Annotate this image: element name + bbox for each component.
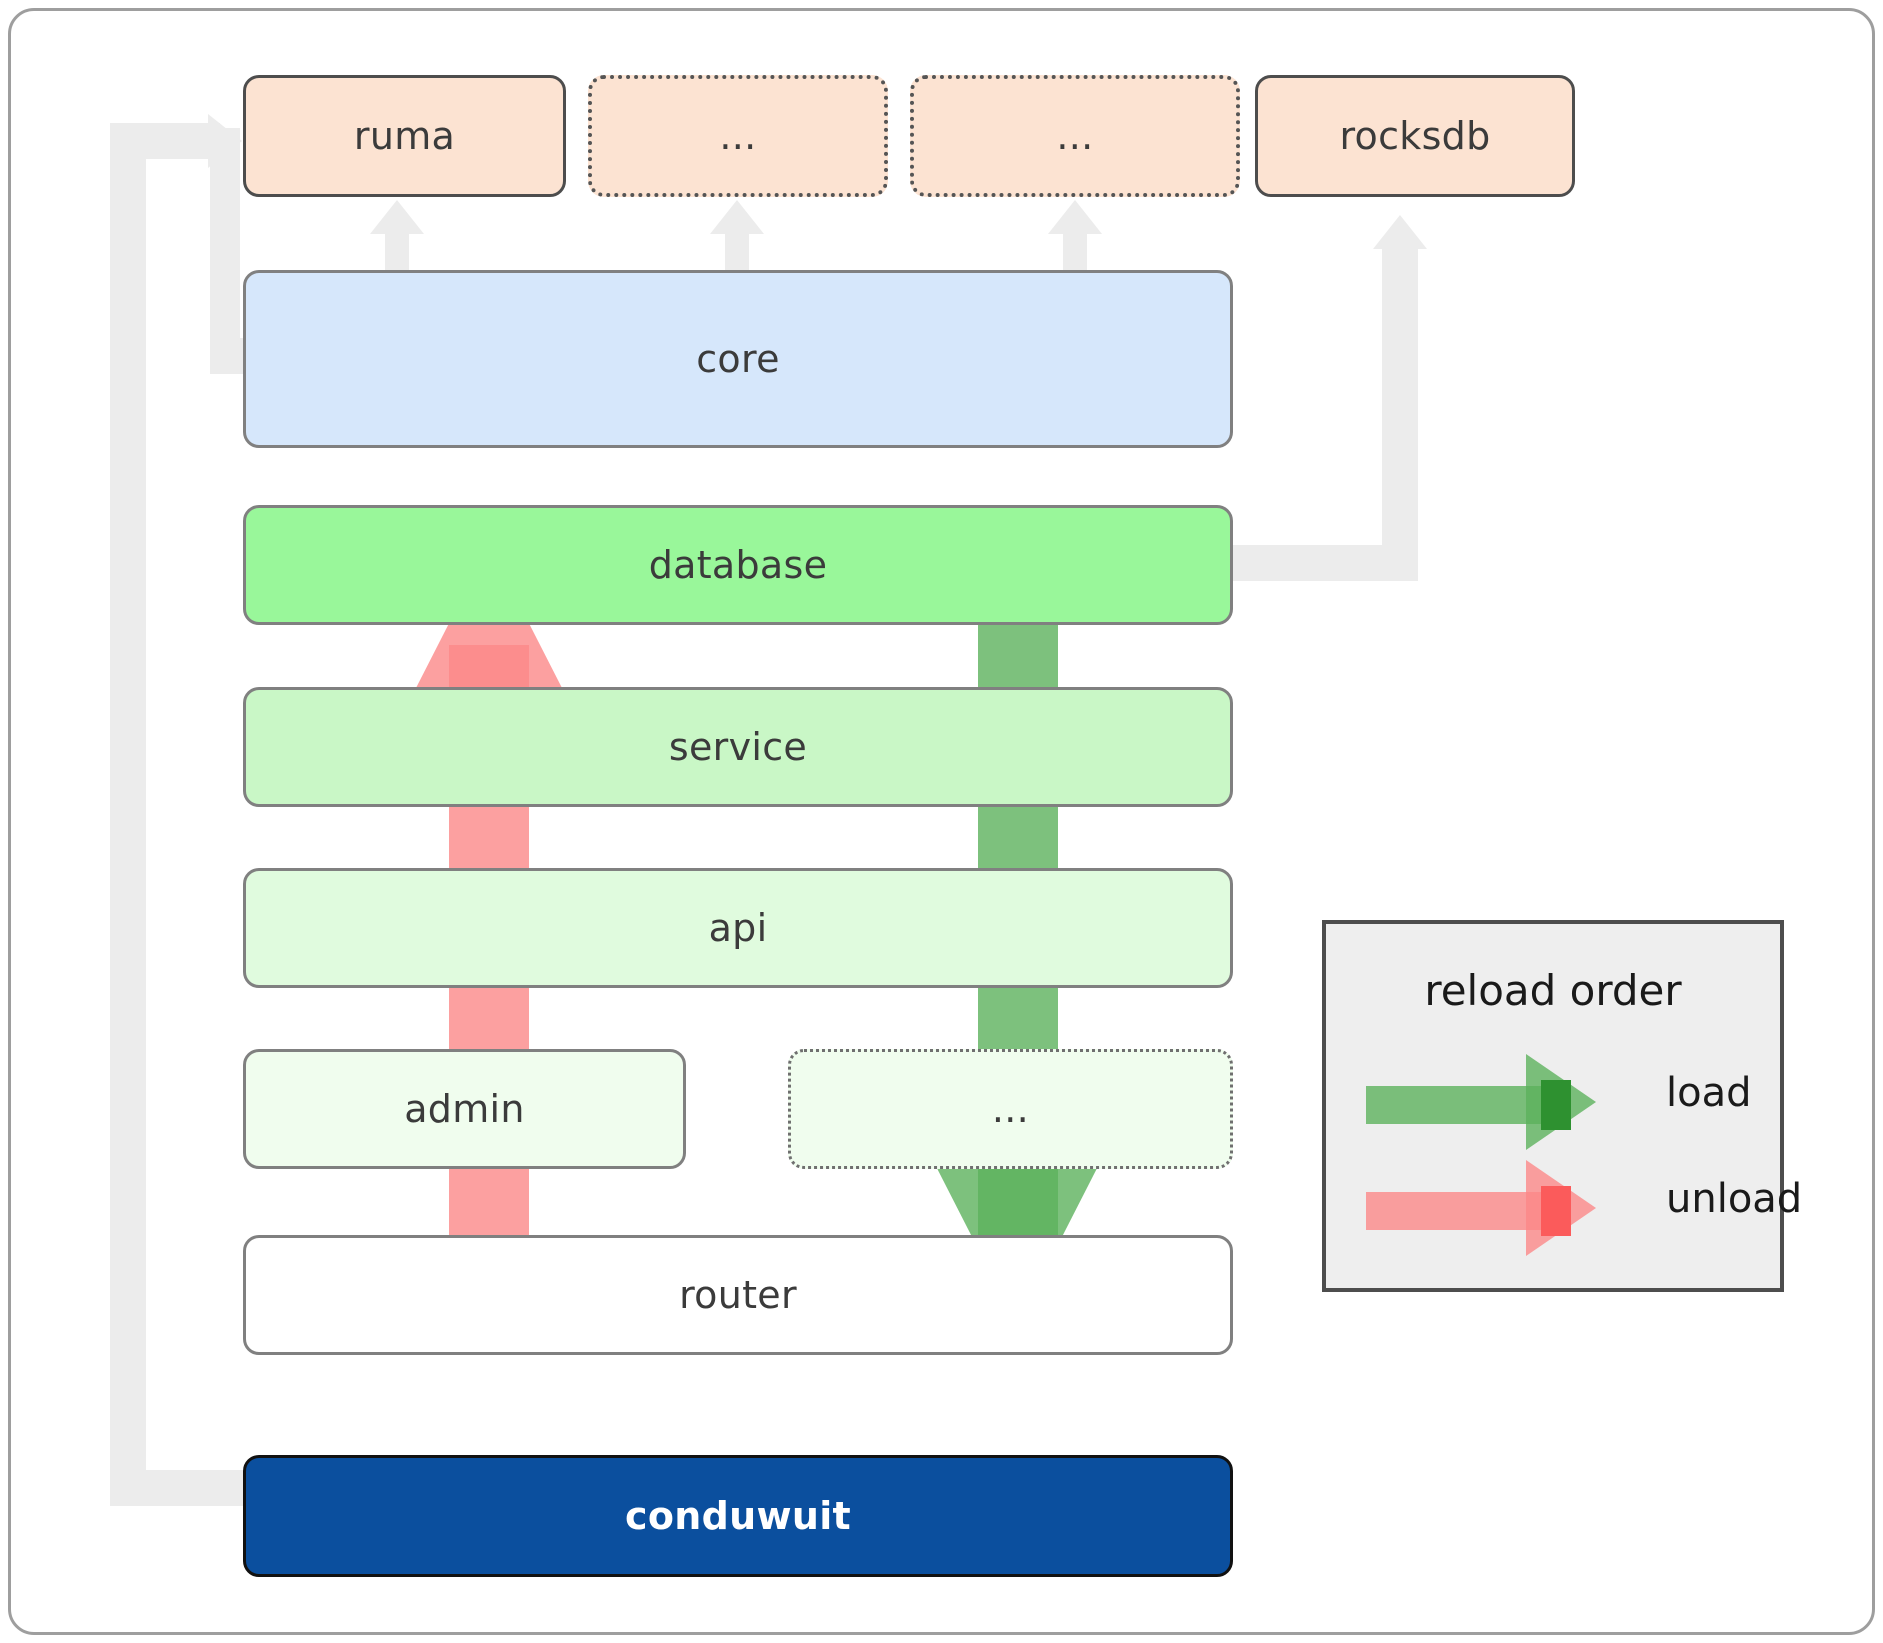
- dependency-node-dep3[interactable]: ...: [910, 75, 1240, 197]
- dependency-label-dep3: ...: [1056, 114, 1094, 158]
- connector-core-to-dep3-arrow: [1048, 200, 1102, 234]
- legend-row-unload: unload: [1366, 1160, 1802, 1256]
- connector-database-to-rocksdb-vertical: [1382, 247, 1418, 547]
- layer-label-router: router: [679, 1273, 797, 1317]
- connector-branch-vertical: [210, 128, 240, 368]
- layer-node-database[interactable]: database: [243, 505, 1233, 625]
- legend-title: reload order: [1424, 966, 1682, 1015]
- connector-trunk-bottom: [110, 1470, 246, 1506]
- connector-trunk-vertical: [110, 128, 146, 1506]
- connector-arrow-ruma: [208, 114, 242, 168]
- layer-label-admin: admin: [404, 1087, 525, 1131]
- legend-unload-nub: [1541, 1186, 1571, 1236]
- connector-database-to-rocksdb-horizontal: [1233, 545, 1418, 581]
- connector-core-to-dep2-arrow: [710, 200, 764, 234]
- layer-node-api[interactable]: api: [243, 868, 1233, 988]
- legend-panel: reload order load unload: [1322, 920, 1802, 1292]
- root-label-conduwuit: conduwuit: [625, 1494, 851, 1538]
- diagram-frame: [8, 8, 1875, 1635]
- connector-branch-ruma: [110, 123, 220, 159]
- layer-label-more: ...: [991, 1087, 1030, 1131]
- dependency-label-dep2: ...: [719, 114, 757, 158]
- legend-row-load: load: [1366, 1054, 1756, 1150]
- connector-core-to-dep3-stem: [1063, 232, 1087, 277]
- layer-node-service[interactable]: service: [243, 687, 1233, 807]
- layer-node-admin[interactable]: admin: [243, 1049, 686, 1169]
- connector-core-to-dep2-stem: [725, 232, 749, 277]
- legend-load-label: load: [1666, 1070, 1752, 1116]
- legend-unload-label: unload: [1666, 1176, 1803, 1222]
- legend-load-nub: [1541, 1080, 1571, 1130]
- connector-core-to-ruma-stem: [385, 232, 409, 277]
- layer-node-more[interactable]: ...: [788, 1049, 1233, 1169]
- dependency-label-rocksdb: rocksdb: [1339, 114, 1491, 158]
- layer-node-core[interactable]: core: [243, 270, 1233, 448]
- layer-label-api: api: [708, 906, 768, 950]
- root-node-conduwuit[interactable]: conduwuit: [243, 1455, 1233, 1577]
- connector-core-to-ruma-arrow: [370, 200, 424, 234]
- layer-label-service: service: [668, 725, 808, 769]
- dependency-node-dep2[interactable]: ...: [588, 75, 888, 197]
- layer-label-core: core: [696, 337, 780, 381]
- connector-rocksdb-arrow: [1373, 215, 1427, 249]
- layer-node-router[interactable]: router: [243, 1235, 1233, 1355]
- dependency-node-ruma[interactable]: ruma: [243, 75, 566, 197]
- layer-label-database: database: [648, 543, 828, 587]
- dependency-label-ruma: ruma: [353, 114, 456, 158]
- dependency-node-rocksdb[interactable]: rocksdb: [1255, 75, 1575, 197]
